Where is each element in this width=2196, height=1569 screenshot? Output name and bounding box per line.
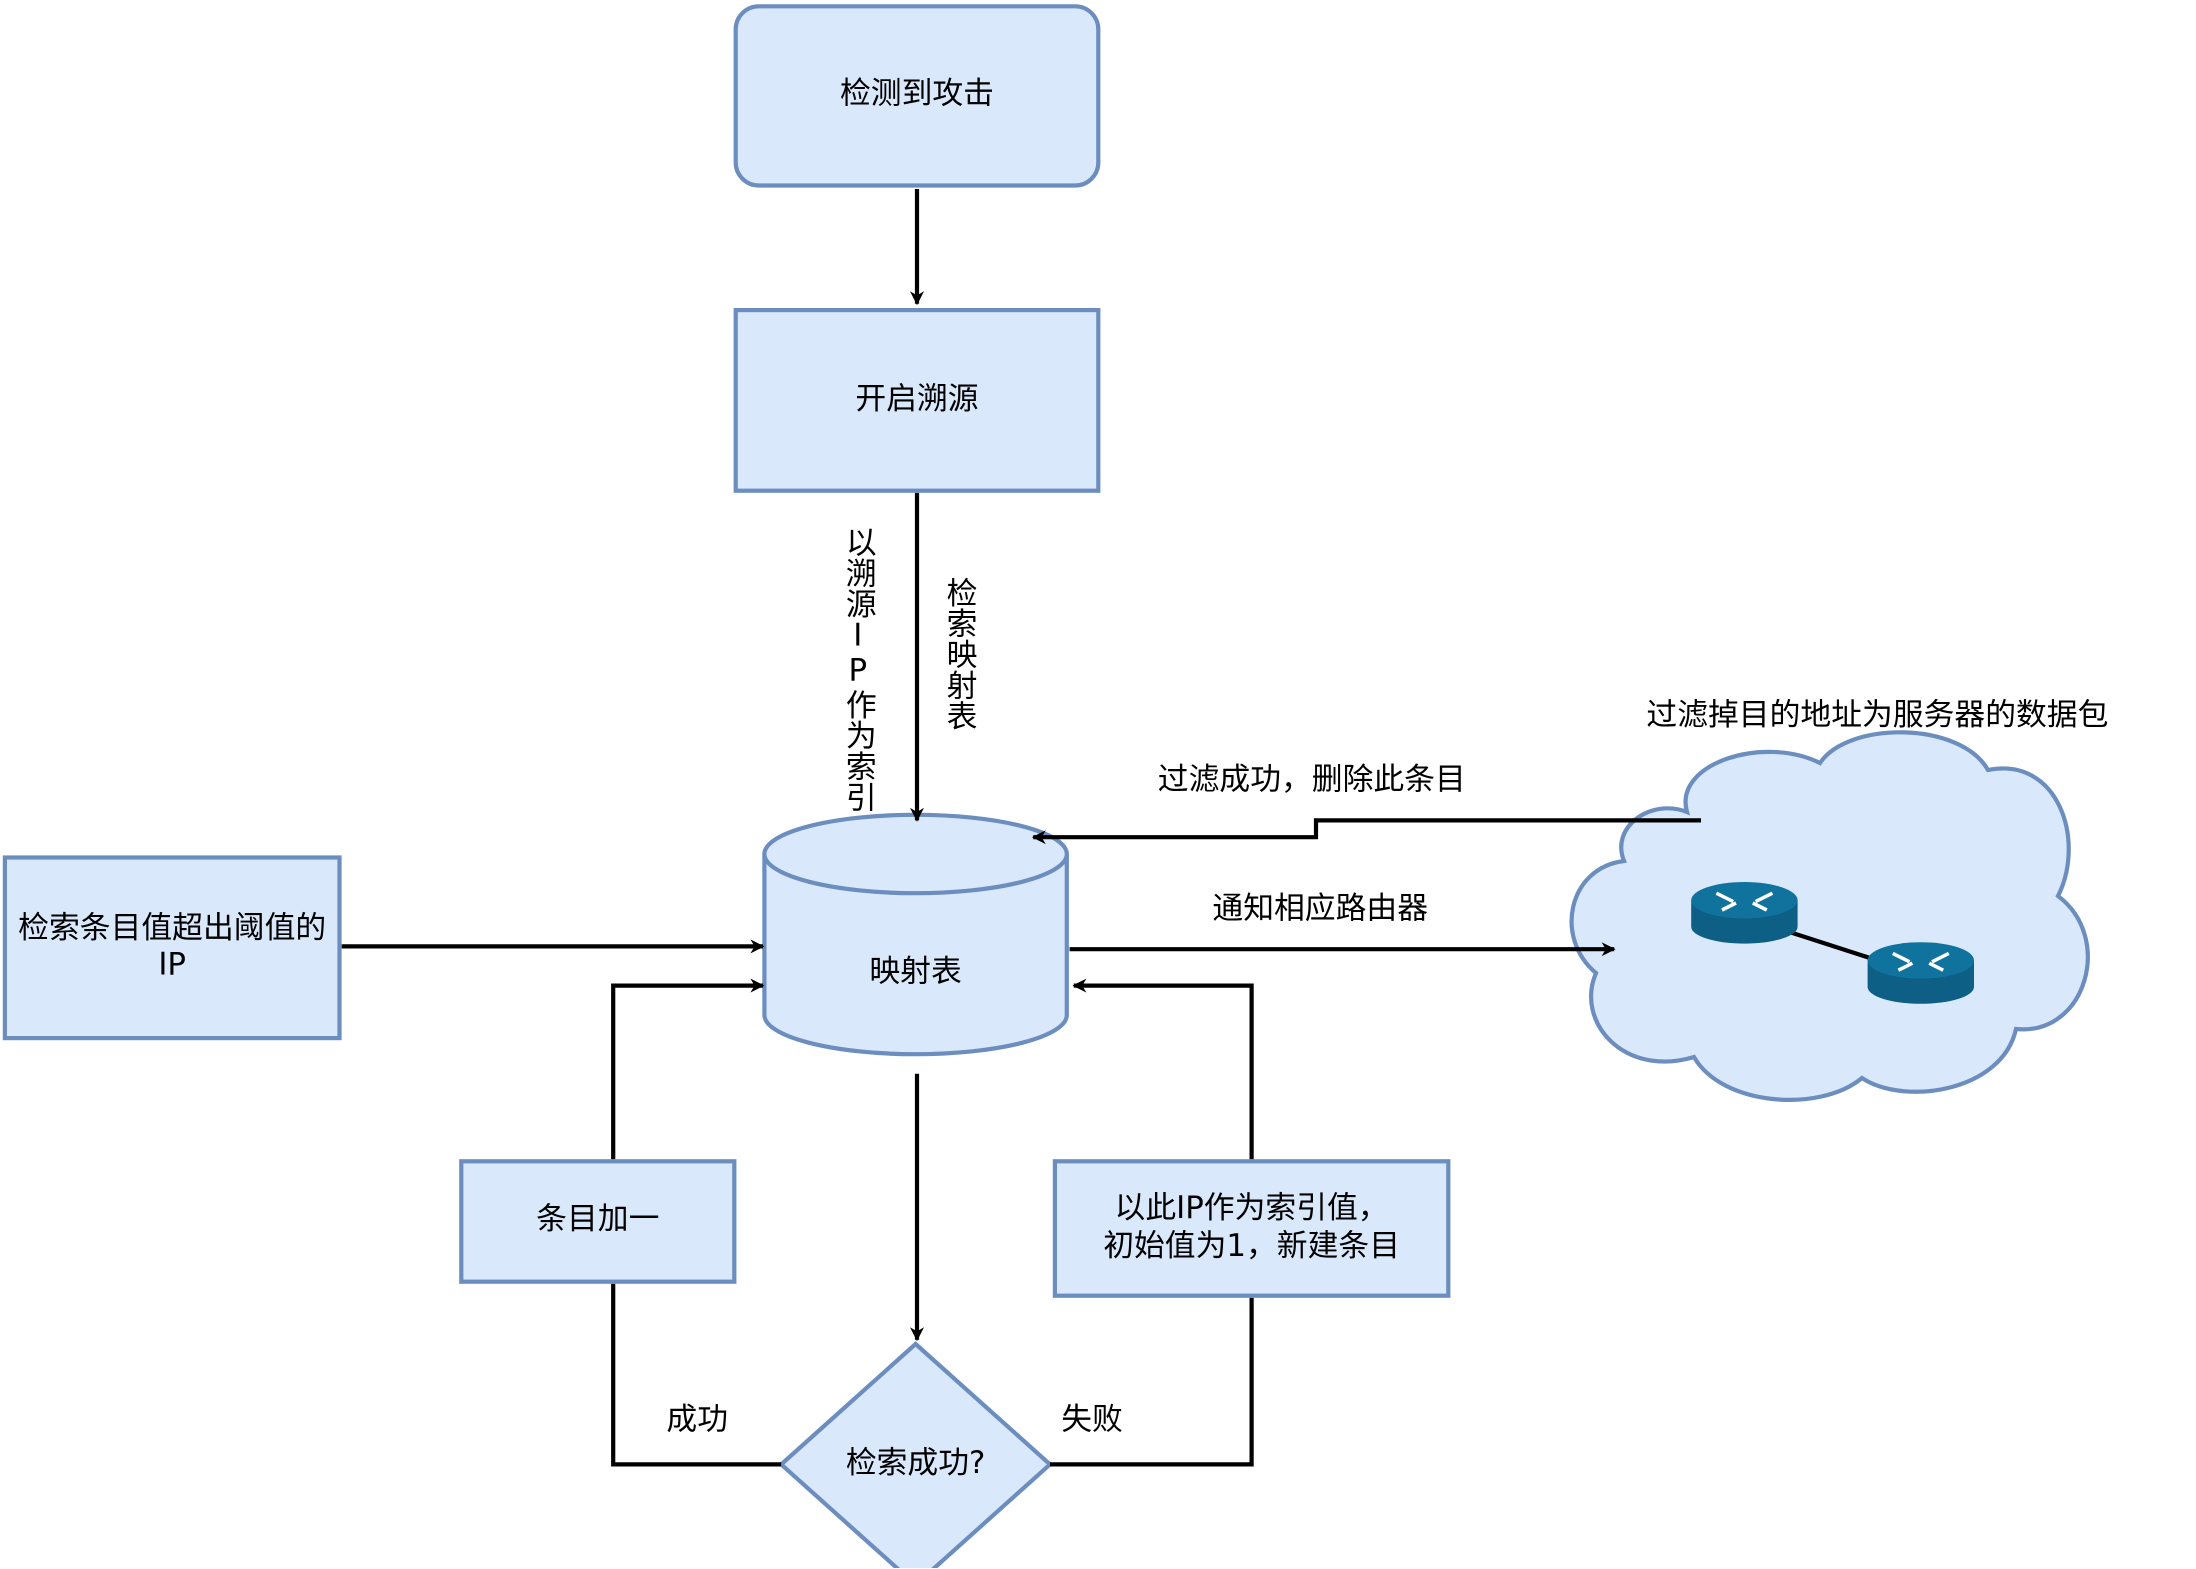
edge-label-failure: 失败 [1061,1402,1123,1438]
threshold-ip-label: 检索条目值超出阈值的IP [18,910,327,983]
map-table-cylinder [762,812,1069,1057]
threshold-ip-node: 检索条目值超出阈值的IP [2,855,342,1041]
new-entry-label-line1: 以此IP作为索引值， [1114,1191,1389,1227]
edge-label-notify-router: 通知相应路由器 [1212,891,1429,927]
network-cloud [1569,730,2090,1102]
map-table-node: 映射表 [764,896,1066,1050]
map-table-label: 映射表 [869,954,962,990]
decision-node: 检索成功? [812,1436,1019,1492]
edge-label-search-table: 检索映射表 [941,576,977,731]
detect-attack-node: 检测到攻击 [733,4,1101,188]
new-entry-label-line2: 初始值为1，新建条目 [1103,1228,1400,1264]
start-trace-node: 开启溯源 [733,308,1101,493]
increment-label: 条目加一 [536,1203,660,1239]
start-trace-label: 开启溯源 [855,381,979,417]
decision-label: 检索成功? [845,1445,986,1481]
edge-label-index-by-ip: 以溯源IP作为索引 [840,526,876,812]
edge-label-success: 成功 [666,1402,729,1438]
decision-diamond [778,1341,1054,1568]
cloud-caption: 过滤掉目的地址为服务器的数据包 [1646,698,2109,734]
edge-label-filter-success: 过滤成功，删除此条目 [1157,763,1466,798]
detect-attack-label: 检测到攻击 [839,77,994,113]
new-entry-node: 以此IP作为索引值， 初始值为1，新建条目 [1052,1159,1451,1298]
increment-node: 条目加一 [459,1159,737,1284]
router-icon [1867,942,1974,1004]
router-icon [1691,882,1798,944]
edge-filter-success [1031,818,1701,845]
